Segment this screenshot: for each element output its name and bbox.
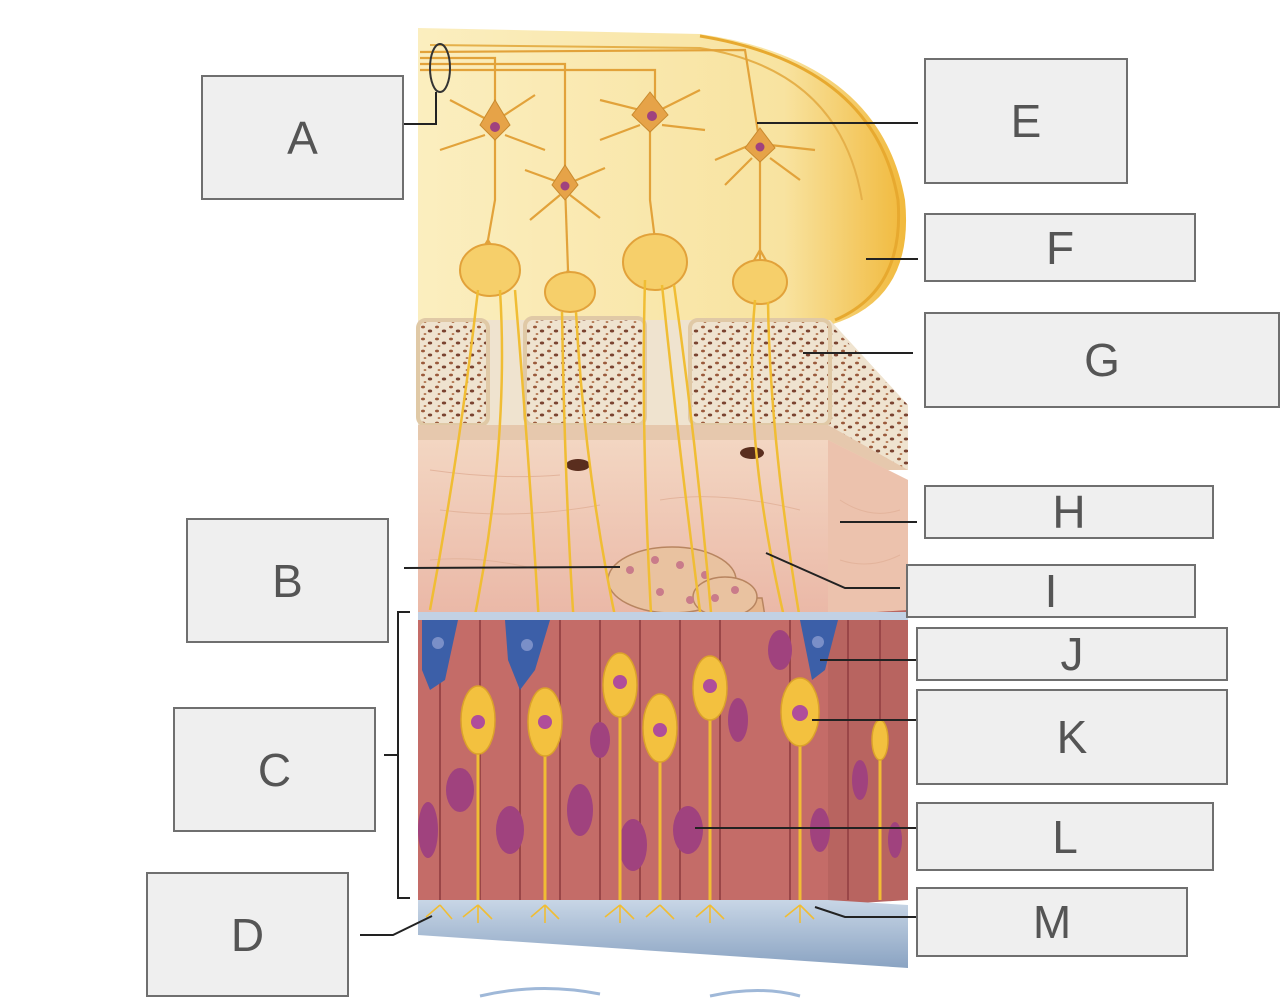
label-box-h[interactable]: H — [924, 485, 1214, 539]
lamina-propria — [418, 440, 908, 620]
label-box-j[interactable]: J — [916, 627, 1228, 681]
label-box-m[interactable]: M — [916, 887, 1188, 957]
epithelium-bracket — [384, 611, 410, 899]
label-box-e[interactable]: E — [924, 58, 1128, 184]
label-e-text: E — [1010, 95, 1042, 147]
label-box-g[interactable]: G — [924, 312, 1280, 408]
olfactory-bulb — [418, 28, 907, 325]
glomeruli — [459, 233, 788, 313]
label-box-l[interactable]: L — [916, 802, 1214, 871]
label-a-text: A — [287, 111, 318, 164]
label-d-text: D — [230, 908, 265, 961]
tract-bundle-loop — [429, 43, 451, 93]
label-box-i[interactable]: I — [906, 564, 1196, 618]
label-box-c[interactable]: C — [173, 707, 376, 832]
leader-lines — [360, 92, 918, 936]
label-box-b[interactable]: B — [186, 518, 389, 643]
olfactory-mucus-layer — [418, 900, 908, 998]
label-box-k[interactable]: K — [916, 689, 1228, 785]
label-box-d[interactable]: D — [146, 872, 349, 997]
label-m-text: M — [1032, 896, 1072, 948]
label-l-text: L — [1052, 810, 1078, 863]
label-j-text: J — [1060, 628, 1084, 680]
label-b-text: B — [272, 554, 303, 607]
olfactory-receptor-cells — [460, 652, 889, 905]
label-c-text: C — [257, 743, 292, 796]
label-k-text: K — [1056, 711, 1088, 763]
olfactory-epithelium — [418, 610, 908, 905]
mitral-cell-bodies — [479, 91, 776, 201]
label-f-text: F — [1045, 221, 1075, 274]
label-box-f[interactable]: F — [924, 213, 1196, 282]
label-i-text: I — [1044, 565, 1058, 617]
label-box-a[interactable]: A — [201, 75, 404, 200]
label-h-text: H — [1052, 486, 1086, 538]
label-g-text: G — [1084, 334, 1120, 386]
